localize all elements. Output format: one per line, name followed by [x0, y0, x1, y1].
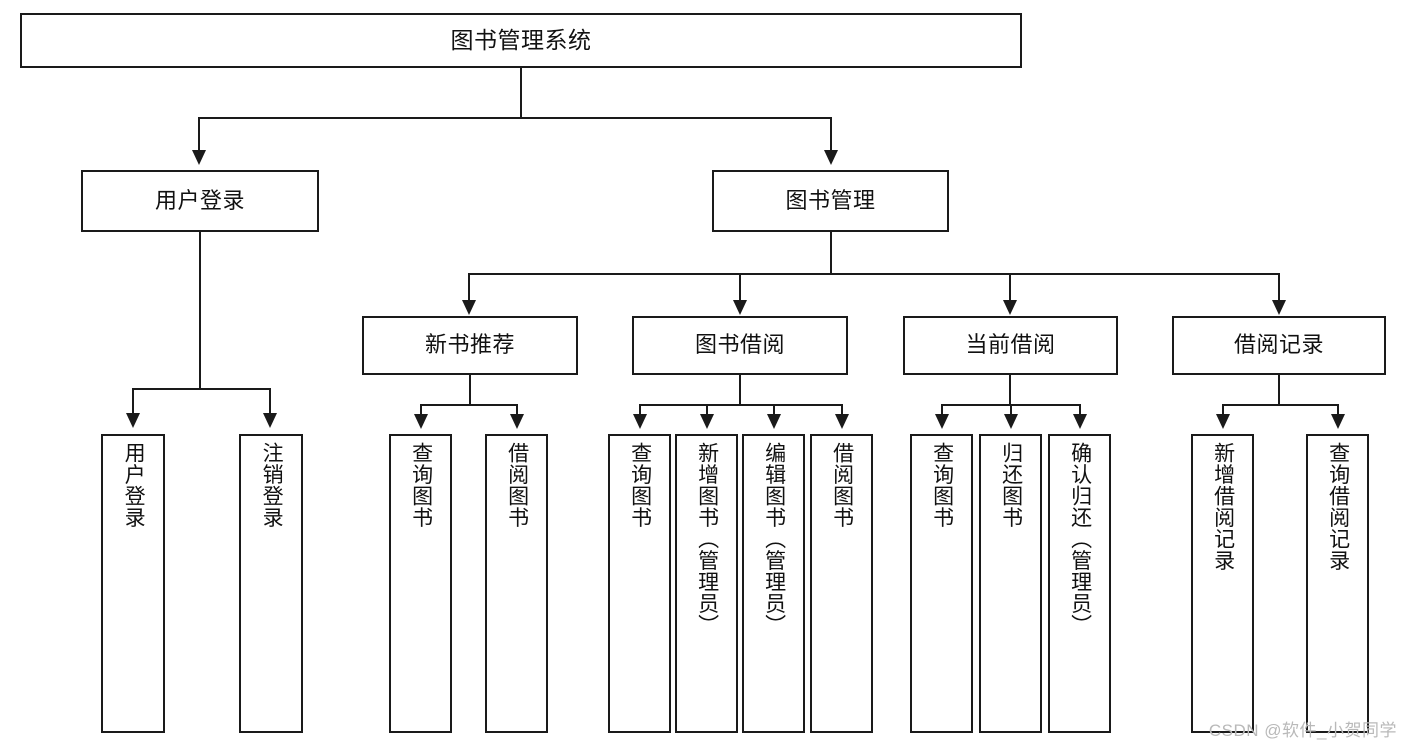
connector-nbr-bus: [420, 404, 518, 406]
connector-root-to-user-login: [198, 117, 200, 150]
arrow-to-current-borrow: [1003, 300, 1017, 315]
connector-nbr-stem: [469, 375, 471, 405]
arrow-to-leaf-edit-book: [767, 414, 781, 429]
arrow-to-leaf-add-book: [700, 414, 714, 429]
arrow-to-leaf-query-book-1: [414, 414, 428, 429]
node-label: 查询借阅记录: [1326, 442, 1350, 571]
connector-user-login-bus: [132, 388, 269, 390]
connector-bm-drop-4: [1278, 273, 1280, 300]
arrow-to-leaf-add-record: [1216, 414, 1230, 429]
node-label: 图书借阅: [694, 332, 785, 358]
node-label: 确认归还（管理员）: [1068, 442, 1092, 636]
node-user-login[interactable]: 用户登录: [81, 170, 319, 232]
arrow-root-to-user-login: [192, 150, 206, 165]
arrow-to-leaf-query-record: [1331, 414, 1345, 429]
node-label: 借阅记录: [1233, 332, 1324, 358]
node-leaf-query-record[interactable]: 查询借阅记录: [1306, 434, 1369, 733]
node-leaf-borrow-book-2[interactable]: 借阅图书: [810, 434, 873, 733]
arrow-to-leaf-confirm-return: [1073, 414, 1087, 429]
node-label: 图书管理系统: [450, 26, 592, 53]
node-root-system[interactable]: 图书管理系统: [20, 13, 1022, 68]
node-label: 新书推荐: [424, 332, 515, 358]
connector-cb-drop-1: [941, 404, 943, 414]
node-label: 当前借阅: [965, 332, 1056, 358]
connector-cb-drop-2: [1010, 404, 1012, 414]
connector-nbr-drop-2: [516, 404, 518, 414]
arrow-to-leaf-return-book: [1004, 414, 1018, 429]
node-label: 借阅图书: [505, 442, 529, 528]
connector-bb-drop-3: [773, 404, 775, 414]
connector-br-drop-2: [1337, 404, 1339, 414]
arrow-to-book-borrow: [733, 300, 747, 315]
connector-bb-drop-2: [706, 404, 708, 414]
arrow-to-leaf-query-book-3: [935, 414, 949, 429]
connector-book-manage-bus: [468, 273, 1280, 275]
connector-cb-stem: [1009, 375, 1011, 405]
connector-bm-drop-3: [1009, 273, 1011, 300]
node-leaf-query-book-2[interactable]: 查询图书: [608, 434, 671, 733]
node-book-manage[interactable]: 图书管理: [712, 170, 949, 232]
node-label: 用户登录: [122, 442, 146, 528]
node-label: 新增借阅记录: [1211, 442, 1235, 571]
connector-user-login-drop-2: [269, 388, 271, 413]
connector-user-login-drop-1: [132, 388, 134, 413]
node-label: 注销登录: [260, 442, 284, 528]
connector-bm-drop-1: [468, 273, 470, 300]
node-leaf-edit-book[interactable]: 编辑图书（管理员）: [742, 434, 805, 733]
connector-bb-drop-1: [639, 404, 641, 414]
node-label: 用户登录: [154, 187, 245, 213]
node-borrow-record[interactable]: 借阅记录: [1172, 316, 1386, 375]
node-leaf-user-login[interactable]: 用户登录: [101, 434, 165, 733]
node-label: 查询图书: [930, 442, 954, 528]
connector-bb-drop-4: [841, 404, 843, 414]
connector-bb-bus: [639, 404, 842, 406]
connector-bb-stem: [739, 375, 741, 405]
node-leaf-query-book-3[interactable]: 查询图书: [910, 434, 973, 733]
arrow-to-leaf-borrow-book-1: [510, 414, 524, 429]
arrow-to-leaf-user-login: [126, 413, 140, 428]
node-leaf-add-book[interactable]: 新增图书（管理员）: [675, 434, 738, 733]
node-leaf-logout[interactable]: 注销登录: [239, 434, 303, 733]
arrow-root-to-book-manage: [824, 150, 838, 165]
node-label: 归还图书: [999, 442, 1023, 528]
connector-root-stem: [520, 68, 522, 118]
connector-user-login-stem: [199, 232, 201, 389]
arrow-to-leaf-query-book-2: [633, 414, 647, 429]
connector-root-bus: [198, 117, 832, 119]
arrow-to-new-book-recommend: [462, 300, 476, 315]
connector-br-bus: [1222, 404, 1339, 406]
node-leaf-query-book-1[interactable]: 查询图书: [389, 434, 452, 733]
arrow-to-leaf-logout: [263, 413, 277, 428]
connector-br-stem: [1278, 375, 1280, 405]
arrow-to-leaf-borrow-book-2: [835, 414, 849, 429]
node-book-borrow[interactable]: 图书借阅: [632, 316, 848, 375]
node-leaf-borrow-book-1[interactable]: 借阅图书: [485, 434, 548, 733]
arrow-to-borrow-record: [1272, 300, 1286, 315]
node-label: 查询图书: [409, 442, 433, 528]
node-label: 借阅图书: [830, 442, 854, 528]
connector-root-to-book-manage: [830, 117, 832, 150]
node-current-borrow[interactable]: 当前借阅: [903, 316, 1118, 375]
connector-bm-drop-2: [739, 273, 741, 300]
node-leaf-confirm-return[interactable]: 确认归还（管理员）: [1048, 434, 1111, 733]
connector-br-drop-1: [1222, 404, 1224, 414]
connector-nbr-drop-1: [420, 404, 422, 414]
connector-cb-drop-3: [1079, 404, 1081, 414]
connector-book-manage-stem: [830, 232, 832, 274]
node-leaf-add-record[interactable]: 新增借阅记录: [1191, 434, 1254, 733]
node-new-book-recommend[interactable]: 新书推荐: [362, 316, 578, 375]
node-label: 查询图书: [628, 442, 652, 528]
node-label: 图书管理: [785, 187, 876, 213]
node-label: 编辑图书（管理员）: [762, 442, 786, 636]
node-leaf-return-book[interactable]: 归还图书: [979, 434, 1042, 733]
node-label: 新增图书（管理员）: [695, 442, 719, 636]
